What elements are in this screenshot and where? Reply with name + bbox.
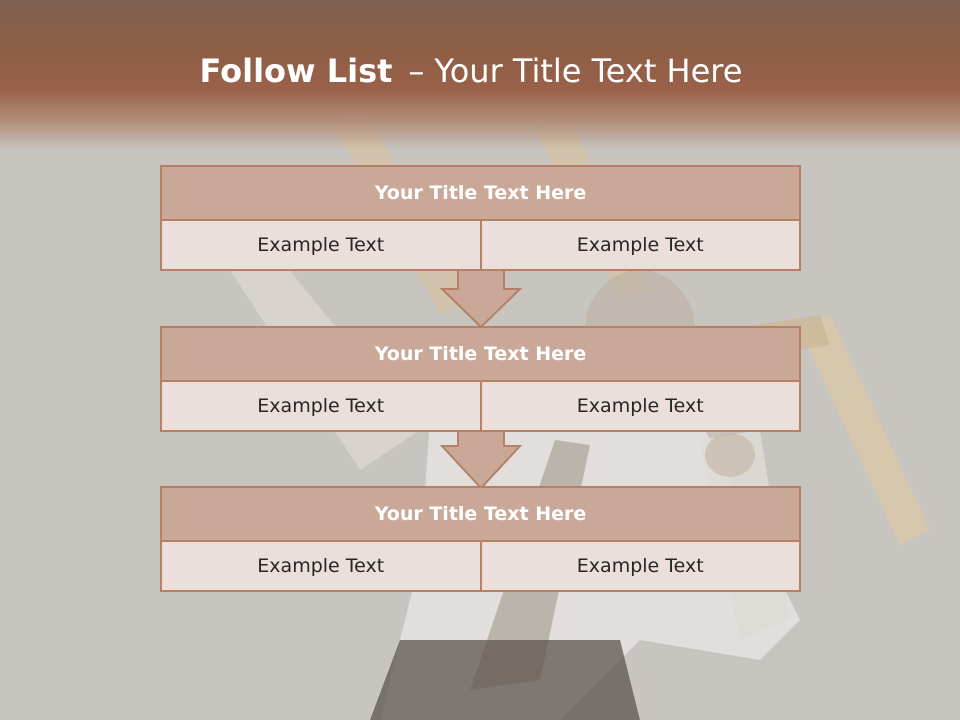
title-separator: – bbox=[408, 52, 425, 90]
block-row: Example Text Example Text bbox=[160, 542, 801, 592]
title-bold: Follow List bbox=[199, 52, 393, 90]
block-title: Your Title Text Here bbox=[160, 486, 801, 542]
slide-title: Follow List–Your Title Text Here bbox=[0, 52, 942, 90]
title-rest: Your Title Text Here bbox=[434, 52, 743, 90]
list-block-3: Your Title Text Here Example Text Exampl… bbox=[160, 486, 801, 592]
block-cell-right: Example Text bbox=[479, 382, 799, 430]
list-block-1: Your Title Text Here Example Text Exampl… bbox=[160, 165, 801, 271]
block-cell-left: Example Text bbox=[162, 382, 480, 430]
block-title: Your Title Text Here bbox=[160, 165, 801, 221]
block-title: Your Title Text Here bbox=[160, 326, 801, 382]
down-arrow-icon bbox=[439, 270, 523, 329]
block-cell-right: Example Text bbox=[479, 221, 799, 269]
block-cell-left: Example Text bbox=[162, 221, 480, 269]
block-cell-left: Example Text bbox=[162, 542, 480, 590]
header-band bbox=[0, 0, 960, 150]
down-arrow-icon bbox=[439, 431, 523, 490]
block-cell-right: Example Text bbox=[479, 542, 799, 590]
block-row: Example Text Example Text bbox=[160, 221, 801, 271]
block-row: Example Text Example Text bbox=[160, 382, 801, 432]
list-block-2: Your Title Text Here Example Text Exampl… bbox=[160, 326, 801, 432]
